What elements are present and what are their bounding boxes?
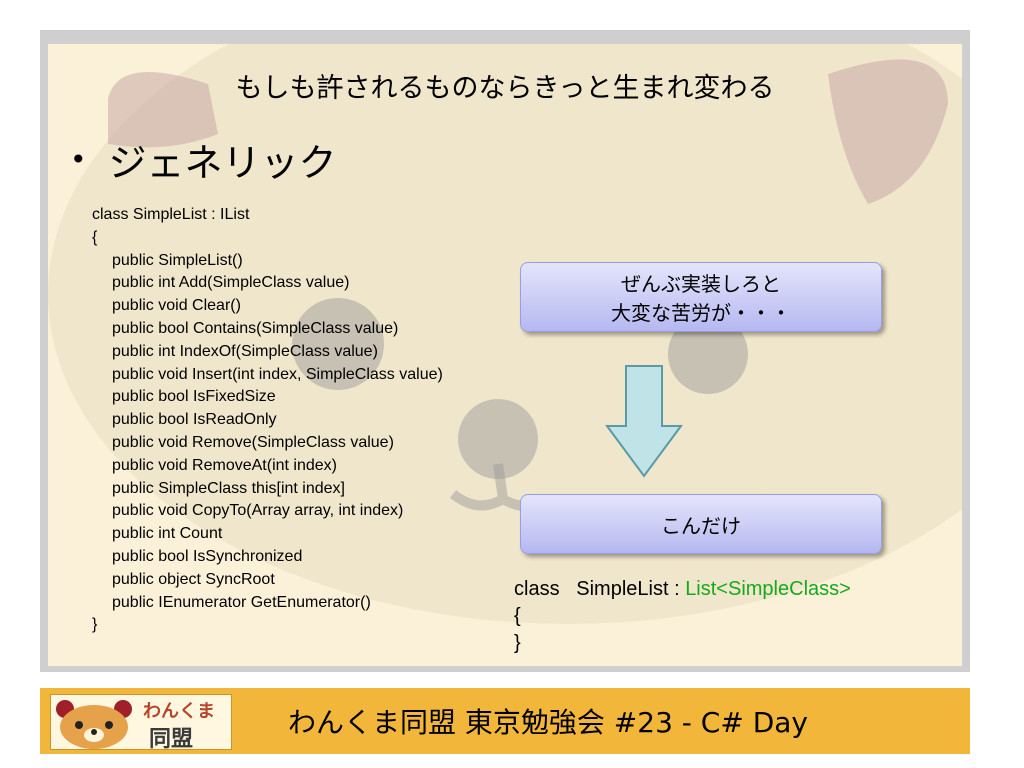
wankuma-logo: わんくま 同盟 [50,694,232,752]
code-line: { [92,228,98,246]
logo-text-top: わんくま [143,701,215,722]
callout-line: 大変な苦労が・・・ [611,301,791,325]
code-line: public void RemoveAt(int index) [112,456,337,474]
code-line: public bool IsSynchronized [112,547,303,565]
bullet-heading: • ジェネリック [70,132,337,187]
bullet-marker: • [70,143,87,176]
code-line: public bool IsFixedSize [112,388,276,406]
code-line: public void Insert(int index, SimpleClas… [112,365,443,383]
code-line: public SimpleClass this[int index] [112,479,345,497]
slide-title: もしも許されるものならきっと生まれ変わる [235,73,775,104]
bullet-text: ジェネリック [108,141,337,185]
footer-bar: わんくま 同盟 わんくま同盟 東京勉強会 #23 - C# Day [40,688,970,754]
code-line: public bool Contains(SimpleClass value) [112,319,399,337]
callout-line: こんだけ [661,513,741,538]
code-line: public int Add(SimpleClass value) [112,274,350,292]
code-line: public SimpleList() [112,251,243,269]
generic-code-block: class SimpleList : List<SimpleClass> { } [514,576,851,657]
code-line: class SimpleList : IList [92,206,250,223]
code-classname: SimpleList : [576,578,680,600]
code-line: public void Remove(SimpleClass value) [112,433,394,451]
bear-face-icon [56,700,132,749]
code-brace-open: { [514,605,521,627]
code-line: public IEnumerator GetEnumerator() [112,593,371,611]
slide-content: もしも許されるものならきっと生まれ変わる • ジェネリック class Simp… [48,44,962,666]
code-line: } [92,616,98,634]
code-keyword: class [514,578,560,600]
code-line: public void Clear() [112,297,241,315]
code-line: public int Count [112,525,223,543]
code-line: public object SyncRoot [112,570,275,588]
callout-full-implementation: ぜんぶ実装しろと 大変な苦労が・・・ [520,262,882,332]
background-bear-watermark [48,44,962,624]
code-brace-close: } [514,632,521,654]
footer-title: わんくま同盟 東京勉強会 #23 - C# Day [288,706,808,739]
code-line: public bool IsReadOnly [112,411,277,429]
code-line: public int IndexOf(SimpleClass value) [112,342,378,360]
callout-line: ぜんぶ実装しろと [621,272,781,296]
code-generic-base: List<SimpleClass> [685,578,851,600]
logo-text-bottom: 同盟 [149,727,194,752]
slide-frame: もしも許されるものならきっと生まれ変わる • ジェネリック class Simp… [40,30,970,672]
callout-this-is-all: こんだけ [520,494,882,554]
code-line: public void CopyTo(Array array, int inde… [112,502,404,520]
ilist-code-block: class SimpleList : IList { public Simple… [92,204,443,637]
down-arrow-icon [605,365,683,478]
